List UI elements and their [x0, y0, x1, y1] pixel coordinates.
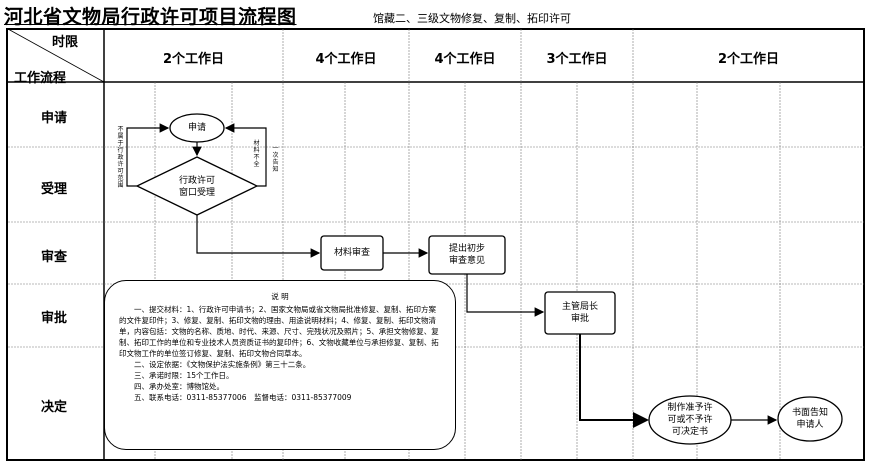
- notes-title: 说 明: [271, 292, 289, 301]
- col-header-2: 4个工作日: [315, 52, 377, 67]
- node-director-approval-text: 主管局长 审批: [561, 302, 598, 324]
- col-header-5: 2个工作日: [717, 52, 780, 67]
- side-label-incomplete: 材料不全: [253, 140, 260, 168]
- col-header-1: 2个工作日: [162, 52, 225, 67]
- notes-line-3: 三、承诺时限：15个工作日。: [119, 371, 234, 380]
- corner-time-label: 时限: [52, 35, 79, 50]
- node-apply-text: 申请: [187, 123, 206, 133]
- side-label-notify-once: 一次告知: [272, 145, 279, 173]
- node-window-accept-text: 行政许可 窗口受理: [178, 176, 215, 198]
- notes-line-2: 二、设定依据：《文物保护法实施条例》第三十二条。: [119, 360, 311, 369]
- notes-line-5: 五、联系电话：0311-85377006 监督电话：0311-85377009: [119, 393, 352, 402]
- connectors: [126, 123, 778, 428]
- row-label-decide: 决定: [40, 400, 67, 415]
- node-initial-opinion-text: 提出初步 审查意见: [448, 244, 485, 266]
- page-subtitle: 馆藏二、三级文物修复、复制、拓印许可: [373, 12, 571, 25]
- side-label-out-of-scope: 不属于行政许可范围: [117, 126, 124, 189]
- node-make-decision-text: 制作准予许 可或不予许 可决定书: [667, 403, 713, 437]
- col-header-3: 4个工作日: [434, 52, 496, 67]
- corner-flow-label: 工作流程: [14, 71, 67, 86]
- page-title: 河北省文物局行政许可项目流程图: [4, 6, 297, 28]
- node-material-review-text: 材料审查: [333, 248, 370, 258]
- row-label-accept: 受理: [40, 182, 67, 197]
- notes-box: 说 明 一、提交材料：1、行政许可申请书；2、国家文物局或省文物局批准修复、复制…: [104, 280, 456, 450]
- node-notify-text: 书面告知 申请人: [791, 408, 828, 430]
- flowchart-frame: [6, 28, 865, 461]
- notes-line-1: 一、提交材料：1、行政许可申请书；2、国家文物局或省文物局批准修复、复制、拓印方…: [119, 305, 439, 358]
- row-label-apply: 申请: [40, 111, 67, 126]
- node-notify: [777, 396, 843, 442]
- row-label-approve: 审批: [40, 311, 67, 326]
- notes-line-4: 四、承办处室：博物馆处。: [119, 382, 224, 391]
- row-label-review: 审查: [40, 250, 67, 265]
- col-header-4: 3个工作日: [546, 52, 608, 67]
